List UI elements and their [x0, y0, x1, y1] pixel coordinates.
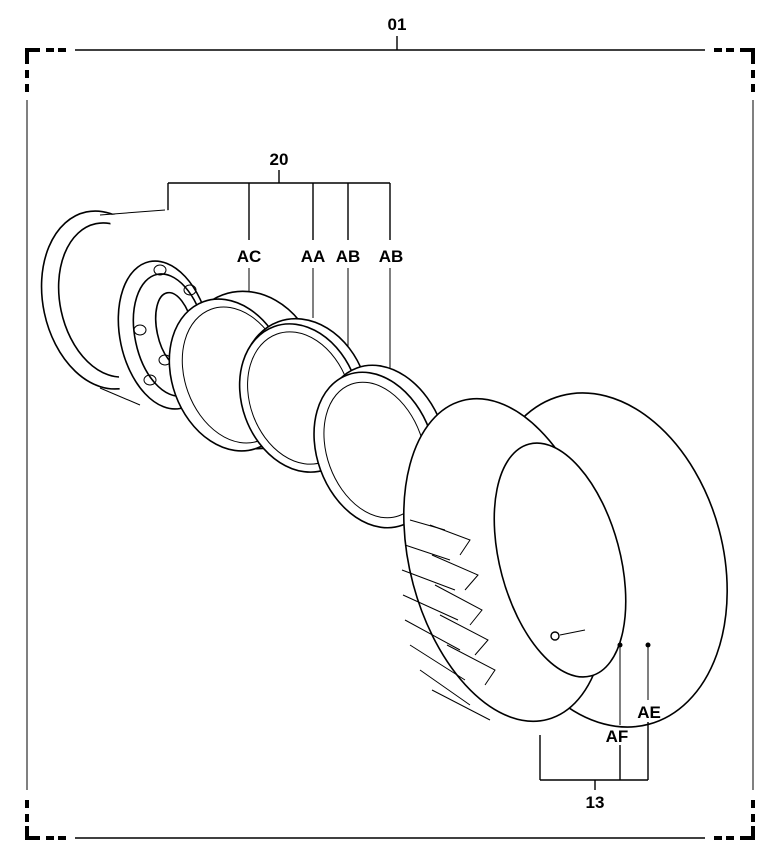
tire-group-label: 13 — [586, 793, 605, 812]
assembly-label: 01 — [388, 15, 407, 34]
callout-ab-2: AB — [379, 247, 404, 266]
assembly-bracket — [25, 36, 755, 840]
tire-group-bracket — [539, 645, 649, 790]
callout-af: AF — [606, 727, 629, 746]
wheel-group-label: 20 — [270, 150, 289, 169]
callout-aa: AA — [301, 247, 326, 266]
callout-ac: AC — [237, 247, 262, 266]
callout-ab-1: AB — [336, 247, 361, 266]
callout-ae: AE — [637, 703, 661, 722]
tire — [401, 392, 728, 728]
